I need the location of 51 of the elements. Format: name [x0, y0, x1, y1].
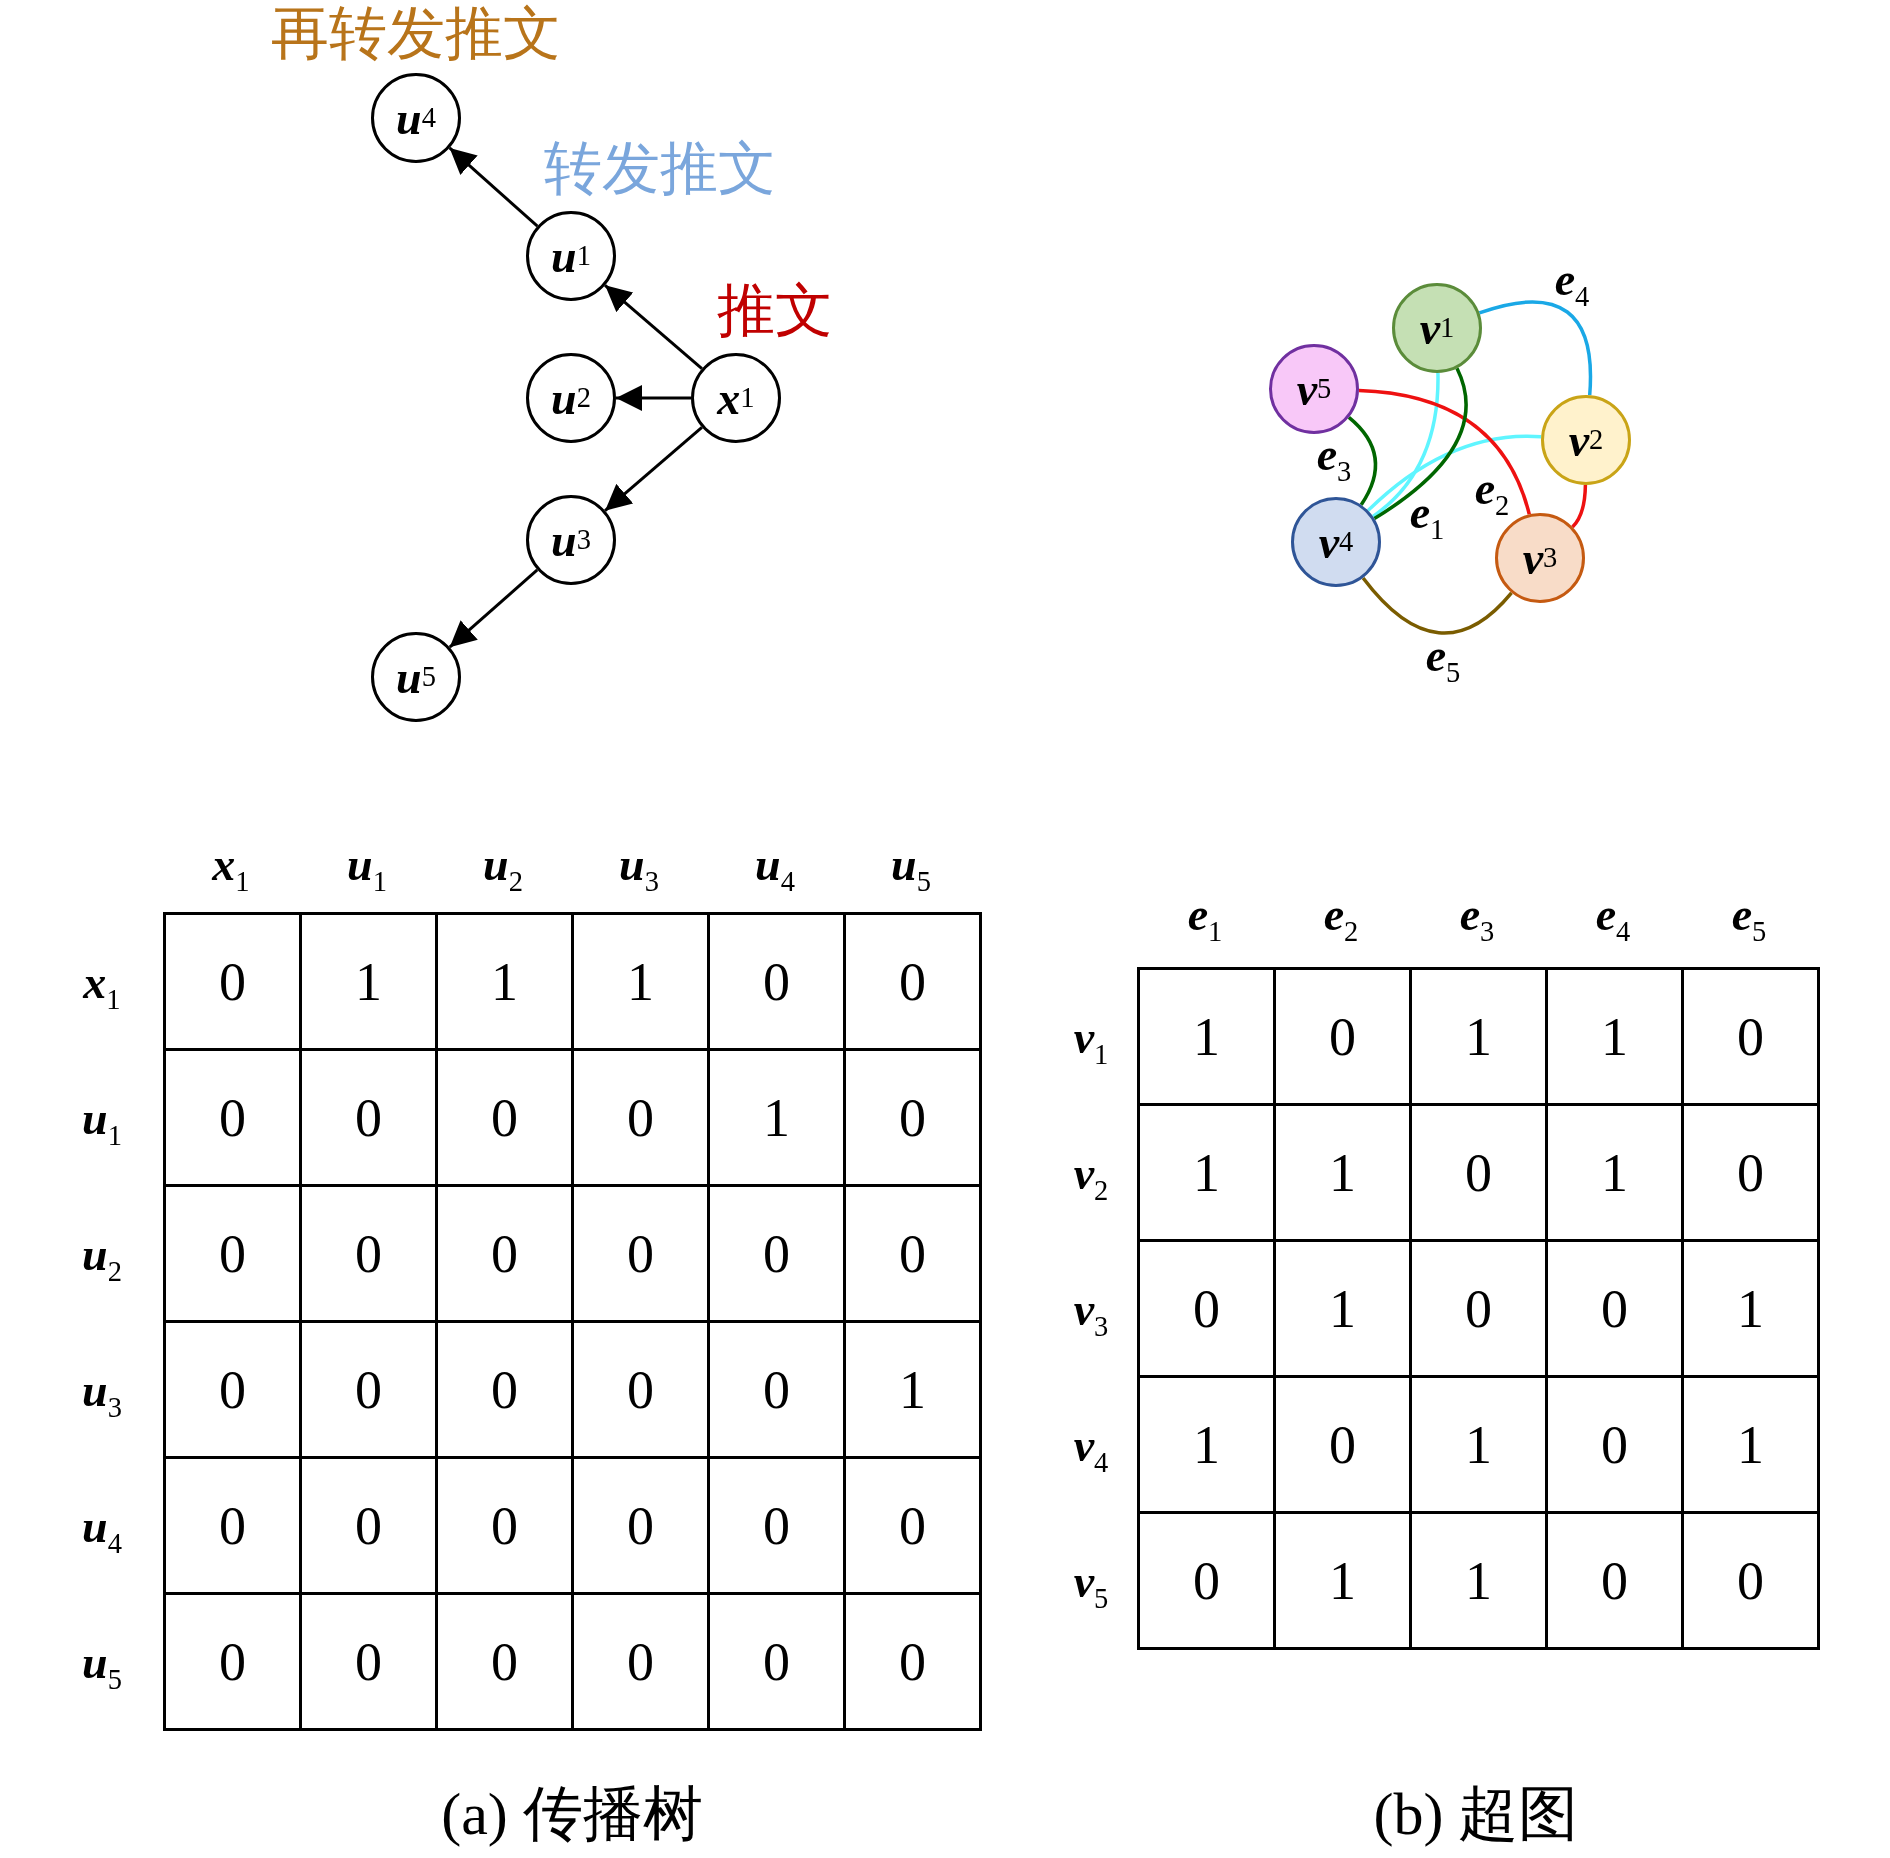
row-header: v$_{1}$ [1073, 1011, 1109, 1071]
table-cell: 0 [843, 912, 982, 1051]
hyperedge-curve [1366, 434, 1542, 512]
row-header: u$_{3}$ [82, 1364, 122, 1424]
column-header: u$_{2}$ [483, 838, 523, 898]
table-cell: 1 [1137, 967, 1276, 1106]
annotation-text: 推文 [717, 275, 833, 346]
table-cell: 0 [1137, 1511, 1276, 1650]
hyperedge-curve [1361, 576, 1513, 635]
column-header: e$_{1}$ [1187, 888, 1223, 948]
arrow [616, 385, 691, 411]
annotation-text: 再转发推文 [271, 0, 561, 69]
edge-label: e$_{5}$ [1425, 629, 1461, 689]
column-header: e$_{3}$ [1459, 888, 1495, 948]
figure-caption: (b) 超图 [1373, 1779, 1579, 1849]
hyperedge-curve [1571, 484, 1588, 529]
column-header: u$_{5}$ [891, 838, 931, 898]
arrow [448, 146, 539, 228]
column-header: u$_{1}$ [347, 838, 387, 898]
column-header: u$_{4}$ [755, 838, 795, 898]
column-header: e$_{5}$ [1731, 888, 1767, 948]
table-cell: 0 [163, 1592, 302, 1731]
row-header: u$_{1}$ [82, 1092, 122, 1152]
table-cell: 0 [163, 912, 302, 1051]
table-cell: 0 [1681, 967, 1820, 1106]
edge-label: e$_{4}$ [1554, 253, 1590, 313]
row-header: v$_{5}$ [1073, 1555, 1109, 1615]
row-header: v$_{4}$ [1073, 1419, 1109, 1479]
arrow [604, 426, 703, 512]
hyperedge-curve [1373, 367, 1468, 521]
hyperedge-curve [1347, 416, 1378, 506]
hyperedge-curve [1371, 372, 1440, 518]
row-header: v$_{3}$ [1073, 1283, 1109, 1343]
arrow [604, 284, 703, 370]
hyperedge-curve [1478, 300, 1593, 396]
column-header: x$_{1}$ [212, 838, 250, 898]
hyperedge-curve [1358, 388, 1531, 515]
figure-caption: (a) 传播树 [441, 1779, 703, 1849]
row-header: v$_{2}$ [1073, 1147, 1109, 1207]
arrow [448, 568, 539, 649]
edge-label: e$_{1}$ [1409, 486, 1445, 546]
annotation-text: 转发推文 [544, 133, 776, 204]
column-header: e$_{2}$ [1323, 888, 1359, 948]
row-header: u$_{4}$ [82, 1500, 122, 1560]
table-cell: 0 [1681, 1511, 1820, 1650]
table-cell: 0 [843, 1592, 982, 1731]
row-header: u$_{5}$ [82, 1636, 122, 1696]
column-header: e$_{4}$ [1595, 888, 1631, 948]
row-header: u$_{2}$ [82, 1228, 122, 1288]
row-header: x$_{1}$ [83, 956, 121, 1016]
column-header: u$_{3}$ [619, 838, 659, 898]
